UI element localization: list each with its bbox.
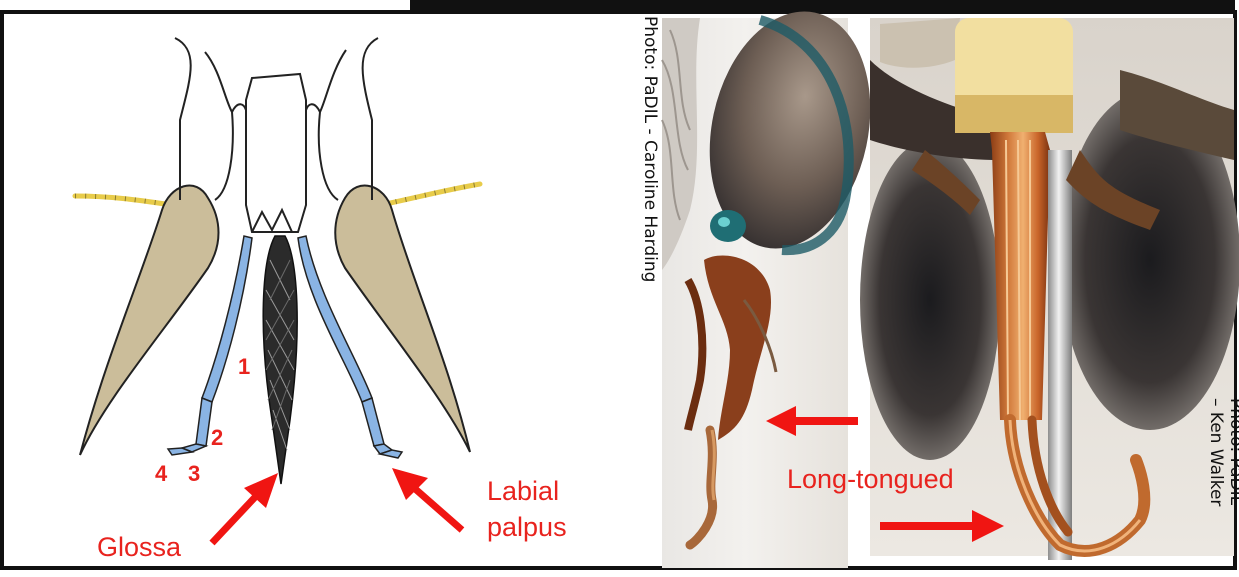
labial-palpus-label-line1: Labial (487, 474, 559, 508)
glossa-label: Glossa (97, 530, 181, 564)
segment-number-2: 2 (211, 425, 223, 451)
segment-number-1: 1 (238, 354, 250, 380)
prementum (246, 74, 306, 232)
long-tongued-caption: Long-tongued (787, 462, 954, 496)
top-divider (410, 0, 415, 14)
top-bar (415, 0, 1235, 14)
right-photo-credit-line1: Photo: PaDIL (1226, 398, 1239, 505)
segment-number-3: 3 (188, 461, 200, 487)
left-photo-credit: Photo: PaDIL - Caroline Harding (640, 16, 660, 282)
right-photo-credit-line2: – Ken Walker (1206, 398, 1226, 506)
labial-palpus-label-line2: palpus (487, 510, 567, 544)
segment-number-4: 4 (155, 461, 167, 487)
